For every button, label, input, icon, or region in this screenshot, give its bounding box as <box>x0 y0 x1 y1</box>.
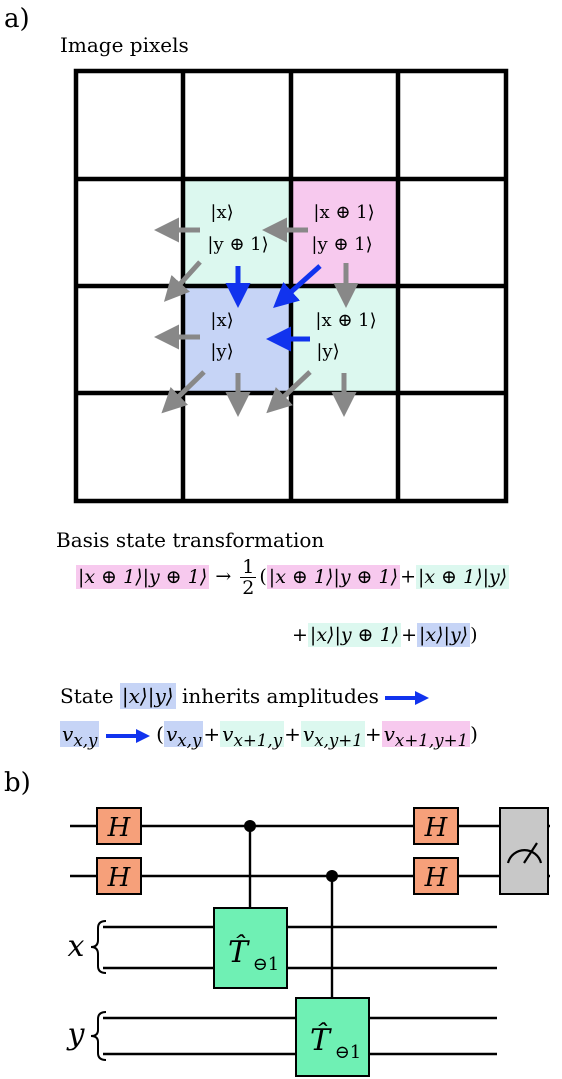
quantum-circuit: x y H H H H T̂ ⊖1 T̂ ⊖1 <box>66 807 550 1077</box>
inherit-term-2-sub: x+1,y <box>233 731 283 750</box>
blue-arrows <box>225 264 322 352</box>
inherit-term-1: vx,y <box>163 721 204 750</box>
inherit-term-2-base: v <box>222 722 234 746</box>
transform-arrow: → <box>215 565 232 588</box>
inherit-term-4: vx+1,y+1 <box>381 721 471 750</box>
inherit-arrow-icon-2 <box>105 728 150 743</box>
grid-lines <box>73 68 509 504</box>
transform-term-3: |x⟩|y ⊕ 1⟩ <box>307 623 402 647</box>
inherit-open-paren: ( <box>156 722 164 746</box>
inherit-term-3-sub: x,y+1 <box>314 731 363 750</box>
inherit-plus-2: + <box>284 722 301 746</box>
inherit-plus-1: + <box>203 722 221 746</box>
panel-a-label: a) <box>4 4 30 34</box>
transform-close-paren: ) <box>470 624 478 646</box>
hadamard-gate-2: H <box>96 857 142 895</box>
grid-title: Image pixels <box>60 33 189 57</box>
arrow-blue-2 <box>273 264 322 309</box>
arrow-gray-3 <box>163 260 202 302</box>
t-gate-y-label: T̂ <box>310 1023 332 1058</box>
transform-plus-3: + <box>401 624 418 646</box>
cell-bottom-left-x-label: |x⟩ <box>210 310 233 331</box>
inherit-term-1-base: v <box>165 722 178 746</box>
cell-bottom-right-x-label: |x ⊕ 1⟩ <box>315 310 376 331</box>
inherit-close-paren: ) <box>470 722 478 746</box>
inherit-term-4-base: v <box>383 722 395 746</box>
t-gate-x: T̂ ⊖1 <box>213 907 288 989</box>
hadamard-gate-1: H <box>96 807 142 845</box>
circuit-wires <box>70 824 550 1056</box>
x-register-brace <box>90 920 107 974</box>
inherit-v0-base: v <box>62 722 74 746</box>
control-dot-2 <box>326 870 338 882</box>
inherit-prefix: State <box>60 684 114 708</box>
inherit-term-4-sub: x+1,y+1 <box>394 731 469 750</box>
transform-term-1: |x ⊕ 1⟩|y ⊕ 1⟩ <box>266 564 401 589</box>
pixel-grid: |x⟩ |y ⊕ 1⟩ |x ⊕ 1⟩ |y ⊕ 1⟩ |x⟩ |y⟩ |x ⊕… <box>73 68 509 504</box>
cell-top-left-y-label: |y ⊕ 1⟩ <box>207 234 268 255</box>
y-register-brace <box>90 1011 107 1061</box>
hadamard-gate-3: H <box>413 807 459 845</box>
gray-arrows <box>153 217 359 418</box>
inherit-v0: vx,y <box>60 721 100 750</box>
inherit-plus-3: + <box>364 722 382 746</box>
transform-plus-1: + <box>400 565 416 588</box>
inherit-term-2: vx+1,y <box>220 721 285 750</box>
x-register-label: x <box>68 929 85 964</box>
arrow-gray-6 <box>161 370 206 414</box>
cell-top-right-y-label: |y ⊕ 1⟩ <box>311 234 372 255</box>
hadamard-gate-4-label: H <box>424 863 449 893</box>
fraction-denominator: 2 <box>242 577 255 599</box>
transform-plus-2: + <box>292 624 308 646</box>
fraction-numerator: 1 <box>240 556 257 578</box>
hadamard-gate-1-label: H <box>107 813 132 843</box>
transform-term-2: |x ⊕ 1⟩|y⟩ <box>415 564 510 589</box>
cell-top-right-x-label: |x ⊕ 1⟩ <box>313 202 374 223</box>
y-register-label: y <box>66 1017 86 1052</box>
inherit-v0-sub: x,y <box>73 731 98 750</box>
inherit-term-1-sub: x,y <box>177 731 202 750</box>
inherit-term-3: vx,y+1 <box>300 721 365 750</box>
transform-equation-line-2: +|x⟩|y ⊕ 1⟩+|x⟩|y⟩) <box>292 622 478 648</box>
transform-open-paren: ( <box>259 565 267 588</box>
transform-lhs: |x ⊕ 1⟩|y ⊕ 1⟩ <box>76 564 210 589</box>
t-gate-x-label: T̂ <box>228 935 250 970</box>
inherit-line-1: State |x⟩|y⟩ inherits amplitudes <box>60 683 430 709</box>
arrow-gray-8 <box>266 370 312 414</box>
inherit-line-2: vx,y (vx,y+vx+1,y+vx,y+1+vx+1,y+1) <box>60 721 478 754</box>
hadamard-gate-3-label: H <box>424 813 449 843</box>
inherit-arrow-icon <box>385 690 430 705</box>
inherit-state: |x⟩|y⟩ <box>119 683 176 709</box>
inherit-suffix: inherits amplitudes <box>181 684 379 708</box>
t-gate-y: T̂ ⊖1 <box>295 997 370 1077</box>
inherit-term-3-base: v <box>302 722 315 746</box>
control-dot-1 <box>244 820 256 832</box>
hadamard-gate-4: H <box>413 857 459 895</box>
cell-bottom-right-y-label: |y⟩ <box>316 341 339 362</box>
hadamard-gate-2-label: H <box>107 863 132 893</box>
meter-icon <box>499 807 549 895</box>
cell-top-left-x-label: |x⟩ <box>210 202 233 223</box>
cell-bottom-left-y-label: |y⟩ <box>210 341 233 362</box>
t-gate-y-subscript: ⊖1 <box>335 1042 362 1063</box>
panel-b-label: b) <box>4 768 31 798</box>
t-gate-x-subscript: ⊖1 <box>253 954 280 975</box>
transform-term-4: |x⟩|y⟩ <box>417 623 471 647</box>
transform-title: Basis state transformation <box>56 528 325 552</box>
